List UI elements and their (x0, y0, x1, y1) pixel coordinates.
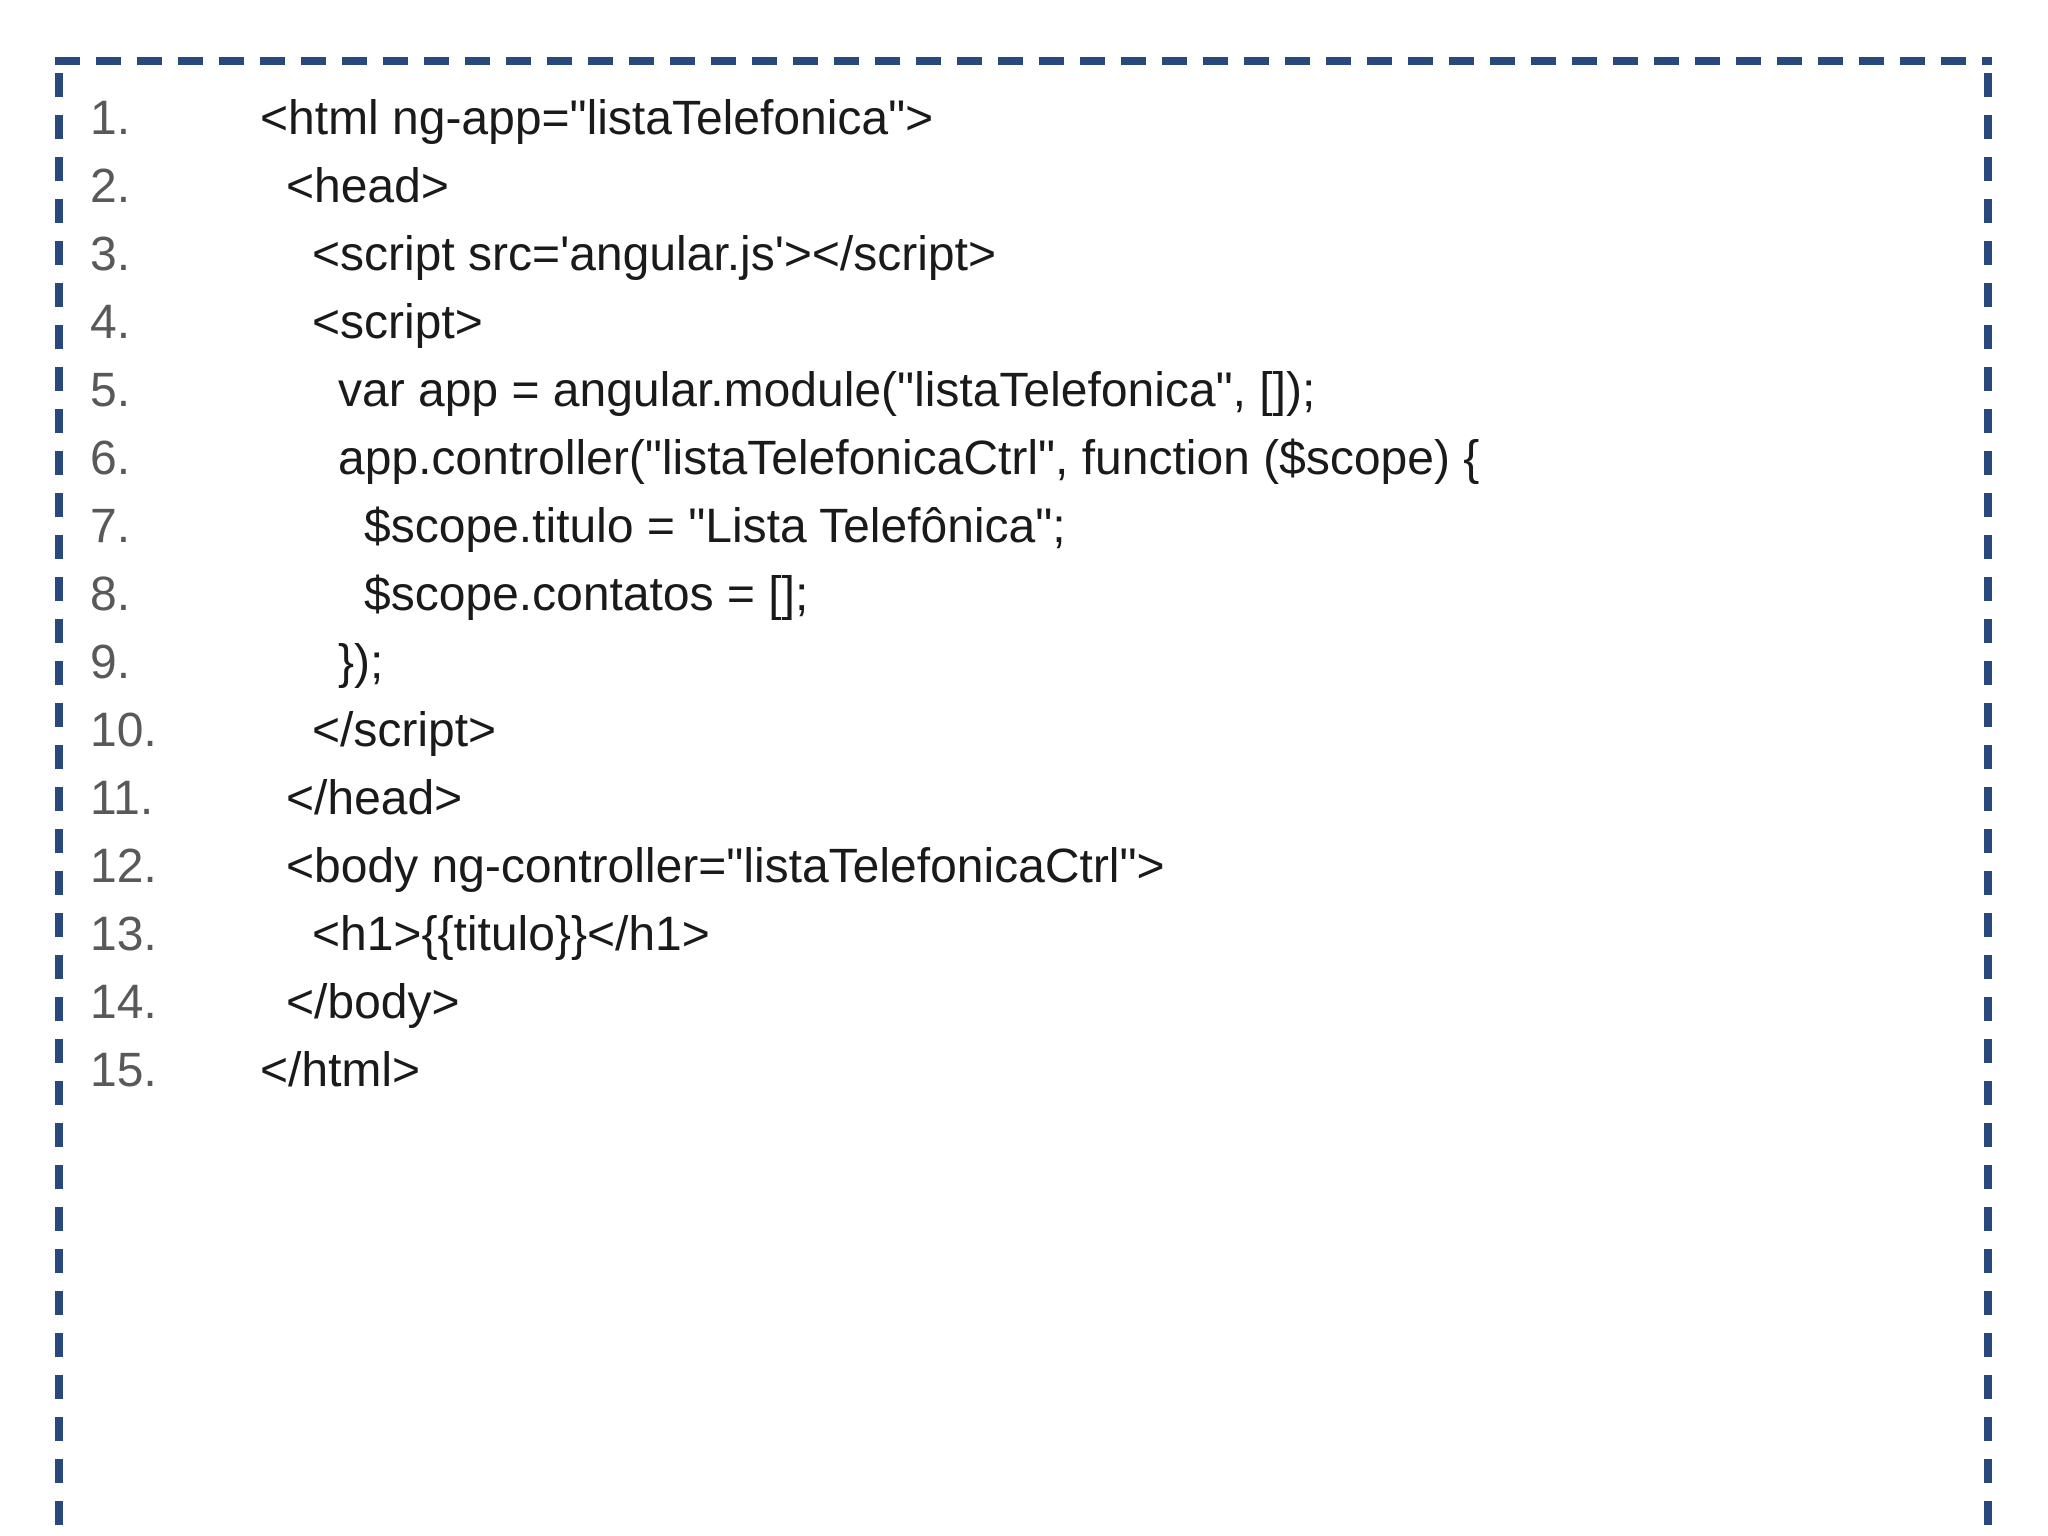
line-number: 15. (90, 1044, 157, 1097)
dashed-border-left (55, 73, 63, 1536)
code-text: <body ng-controller="listaTelefonicaCtrl… (286, 840, 1165, 893)
line-number: 7. (90, 500, 131, 553)
line-number: 2. (90, 160, 131, 213)
line-number: 14. (90, 976, 157, 1029)
code-line: 14. </body> (90, 969, 1984, 1037)
line-number: 11. (90, 772, 154, 825)
code-text: </head> (286, 772, 463, 825)
code-line: 4. <script> (90, 289, 1984, 357)
code-text: <html ng-app="listaTelefonica"> (260, 92, 934, 145)
code-line: 13. <h1>{{titulo}}</h1> (90, 901, 1984, 969)
code-line: 11. </head> (90, 765, 1984, 833)
code-text: <head> (286, 160, 449, 213)
code-line: 12. <body ng-controller="listaTelefonicaC… (90, 833, 1984, 901)
code-text: app.controller("listaTelefonicaCtrl", fu… (338, 432, 1480, 485)
code-listing: 1. <html ng-app="listaTelefonica"> 2. <head… (63, 65, 1984, 1105)
line-number: 4. (90, 296, 131, 349)
code-line: 1. <html ng-app="listaTelefonica"> (90, 85, 1984, 153)
code-text: $scope.contatos = []; (364, 568, 809, 621)
line-number: 13. (90, 908, 157, 961)
code-line: 5. var app = angular.module("listaTelefon… (90, 357, 1984, 425)
code-text: </body> (286, 976, 460, 1029)
code-text: }); (338, 636, 384, 689)
code-text: <script src='angular.js'></script> (312, 228, 996, 281)
line-number: 10. (90, 704, 157, 757)
code-text: <script> (312, 296, 483, 349)
line-number: 1. (90, 92, 131, 145)
code-text: var app = angular.module("listaTelefonic… (338, 364, 1316, 417)
code-line: 3. <script src='angular.js'></script> (90, 221, 1984, 289)
code-text: </script> (312, 704, 497, 757)
dashed-border-right (1984, 73, 1992, 1536)
code-line: 2. <head> (90, 153, 1984, 221)
code-text: $scope.titulo = "Lista Telefônica"; (364, 500, 1066, 553)
code-line: 15. </html> (90, 1037, 1984, 1105)
line-number: 9. (90, 636, 131, 689)
code-line: 9.}); (90, 629, 1984, 697)
line-number: 3. (90, 228, 131, 281)
line-number: 5. (90, 364, 131, 417)
code-text: <h1>{{titulo}}</h1> (312, 908, 710, 961)
line-number: 12. (90, 840, 157, 893)
code-text: </html> (260, 1044, 421, 1097)
code-panel: 1. <html ng-app="listaTelefonica"> 2. <head… (55, 57, 1992, 1536)
code-line: 10. </script> (90, 697, 1984, 765)
line-number: 6. (90, 432, 131, 485)
dashed-border-top (55, 57, 1992, 65)
code-line: 8. $scope.contatos = []; (90, 561, 1984, 629)
code-line: 7. $scope.titulo = "Lista Telefônica"; (90, 493, 1984, 561)
line-number: 8. (90, 568, 131, 621)
code-line: 6. app.controller("listaTelefonicaCtrl", … (90, 425, 1984, 493)
